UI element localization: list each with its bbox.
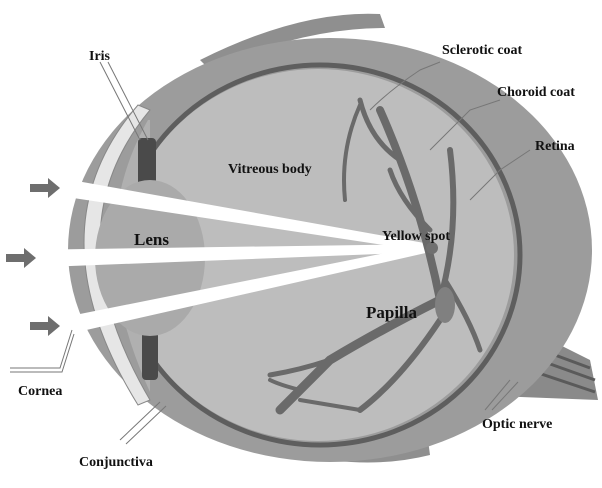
- label-choroid-coat: Choroid coat: [497, 85, 575, 100]
- label-cornea: Cornea: [18, 384, 62, 399]
- label-vitreous-body: Vitreous body: [228, 162, 312, 177]
- label-sclerotic-coat: Sclerotic coat: [442, 43, 523, 58]
- label-papilla: Papilla: [366, 303, 418, 322]
- label-retina: Retina: [535, 139, 575, 154]
- papilla-marker: [435, 287, 455, 323]
- label-lens: Lens: [134, 230, 169, 249]
- label-optic-nerve: Optic nerve: [482, 417, 552, 432]
- label-conjunctiva: Conjunctiva: [79, 455, 153, 470]
- iris-upper-shape: [138, 138, 156, 186]
- label-yellow-spot: Yellow spot: [382, 229, 450, 244]
- arrow-top-icon: [30, 178, 60, 198]
- iris-lower-shape: [142, 332, 158, 380]
- label-iris: Iris: [89, 49, 111, 64]
- arrow-bottom-icon: [30, 316, 60, 336]
